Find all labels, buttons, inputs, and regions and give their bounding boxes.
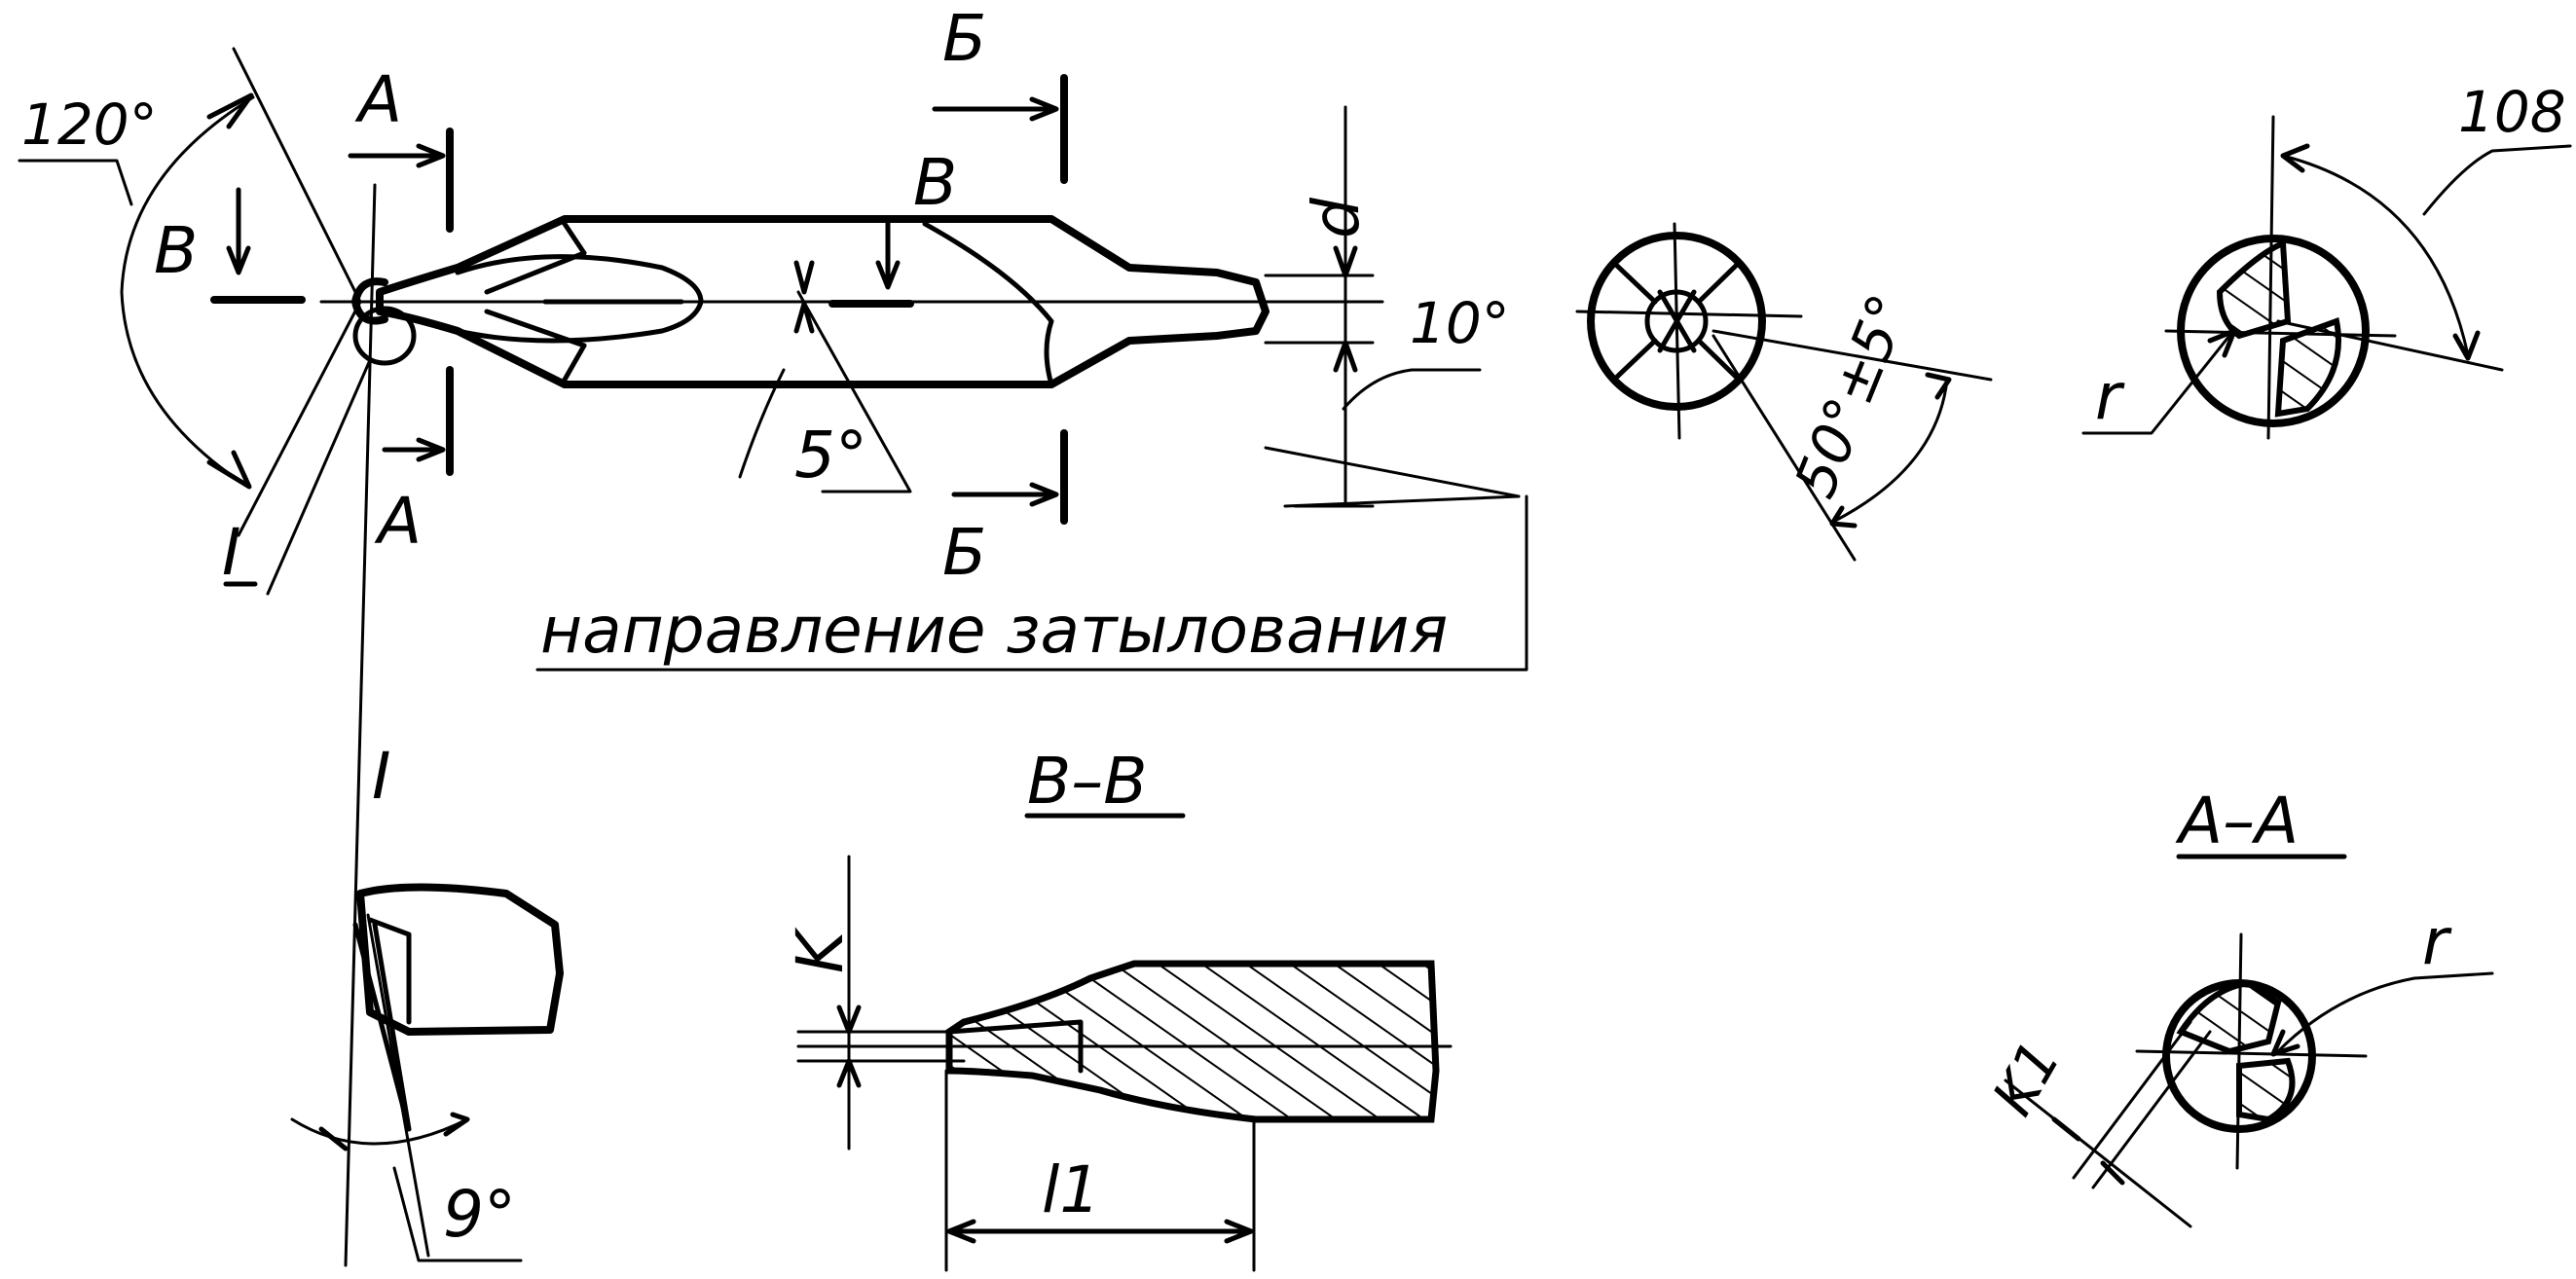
detail-i-outline	[356, 883, 564, 1036]
label-angle-108: 108	[2458, 79, 2566, 145]
detail-i-axis	[366, 913, 430, 1258]
relief-line-1	[1264, 446, 1521, 498]
label-section-vv: В–В	[1027, 744, 1148, 819]
end-view-outer	[1587, 232, 1766, 411]
dim-l1-line	[946, 1219, 1254, 1244]
section-b-h-axis	[2164, 329, 2397, 338]
detail-i-edge	[367, 917, 412, 1025]
angle-108-line	[2276, 319, 2504, 372]
relief-note-box	[535, 494, 1528, 672]
section-aa-hatch	[2176, 979, 2296, 1123]
label-dim-d: d	[1299, 197, 1374, 238]
angle-50-line-1	[1711, 329, 1993, 382]
label-detail-i-left: I	[222, 515, 240, 590]
dim-k1-ext-1	[2072, 1020, 2192, 1180]
label-view-v-left: В	[154, 213, 198, 288]
label-angle-5: 5°	[794, 418, 867, 493]
cut-a-arrow-bottom	[382, 437, 446, 462]
label-detail-i-title: I	[372, 739, 390, 814]
label-section-b-bottom: Б	[942, 515, 986, 590]
angle-5-arc	[738, 368, 786, 479]
angle-120-arrows	[206, 92, 254, 490]
cut-b-arrow-top	[932, 96, 1059, 122]
label-section-aa: А–А	[2175, 784, 2299, 859]
r-top-leader	[2081, 334, 2231, 435]
r-top-arrow	[2207, 328, 2237, 358]
angle-108-arrows	[2280, 143, 2481, 361]
angle-50-arrows	[1829, 372, 1952, 529]
section-aa-view	[2004, 854, 2494, 1228]
angle-120-line-1	[232, 47, 362, 304]
label-dim-k1: K1	[1979, 1030, 2073, 1126]
dim-k1-arrows	[2051, 1116, 2125, 1186]
label-dim-k: K	[783, 927, 858, 973]
section-vv-core	[946, 1019, 1084, 1074]
label-r-top: r	[2095, 359, 2125, 434]
label-relief-note: направление затылования	[540, 593, 1448, 668]
angle-108-arc	[2281, 154, 2470, 357]
label-section-b-top: Б	[942, 1, 986, 76]
label-angle-10: 10°	[1410, 290, 1510, 356]
end-view-h-axis	[1575, 310, 1803, 318]
angle-10-leader	[1342, 368, 1482, 411]
detail-i-leader	[266, 358, 372, 596]
label-section-a-bottom: А	[374, 484, 422, 559]
detail-i-view	[290, 883, 564, 1262]
detail-i-circle	[352, 306, 417, 366]
angle-5-triangle	[796, 290, 912, 493]
end-view-spokes	[1613, 262, 1740, 381]
cut-b-arrow-bottom	[951, 482, 1059, 507]
body-ridge	[562, 221, 587, 383]
section-b-v-axis	[2266, 115, 2275, 440]
section-vv-hatch	[945, 960, 1440, 1123]
section-aa-h-axis	[2135, 1049, 2368, 1058]
angle-120-arc	[120, 95, 255, 489]
angle-50-arc	[1833, 378, 1949, 523]
detail-i-tooth	[352, 922, 412, 1132]
section-vv-view	[796, 813, 1453, 1272]
label-view-v-mid: В	[913, 145, 957, 220]
labels: 120° 108 10° 5° 9° 50°±5° А А Б Б В В d …	[21, 1, 2566, 1252]
angle-9-arrows	[318, 1112, 470, 1151]
dim-k-arrows	[836, 1005, 862, 1088]
dim-k1-ext-2	[2091, 1030, 2212, 1189]
section-b	[2081, 115, 2572, 440]
angle-5-arrows	[793, 260, 815, 334]
label-dim-l1: l1	[1042, 1152, 1100, 1227]
dim-d-arrow-top	[1333, 245, 1358, 278]
r-bottom-arrow	[2270, 1029, 2300, 1057]
angle-9-arc	[290, 1117, 469, 1146]
relief-line-2	[1283, 494, 1521, 508]
angle-120-leader	[18, 159, 133, 206]
view-v-left-arrow	[226, 187, 251, 275]
label-angle-9: 9°	[443, 1177, 516, 1252]
angle-9-leader	[392, 1166, 523, 1262]
label-r-bottom: r	[2422, 904, 2452, 979]
flute-upper	[455, 254, 704, 344]
label-angle-120: 120°	[21, 91, 158, 158]
cut-a-arrow-top	[348, 143, 446, 168]
dim-d-arrow-bottom	[1333, 340, 1358, 373]
label-section-a-top: А	[354, 62, 402, 137]
view-v-mid-arrow	[875, 216, 901, 290]
r-bottom-leader	[2276, 971, 2494, 1053]
end-view-v-axis	[1673, 222, 1681, 440]
dim-k1-line	[2004, 1078, 2192, 1228]
angle-108-leader	[2422, 144, 2572, 216]
flute-curve	[922, 221, 1054, 387]
section-aa-v-axis	[2235, 932, 2243, 1170]
end-view	[1575, 222, 1993, 562]
drill-main-view	[18, 47, 1528, 1267]
projection-line	[344, 183, 377, 1267]
section-b-hatch	[2216, 238, 2341, 418]
angle-120-line-2	[237, 300, 362, 537]
